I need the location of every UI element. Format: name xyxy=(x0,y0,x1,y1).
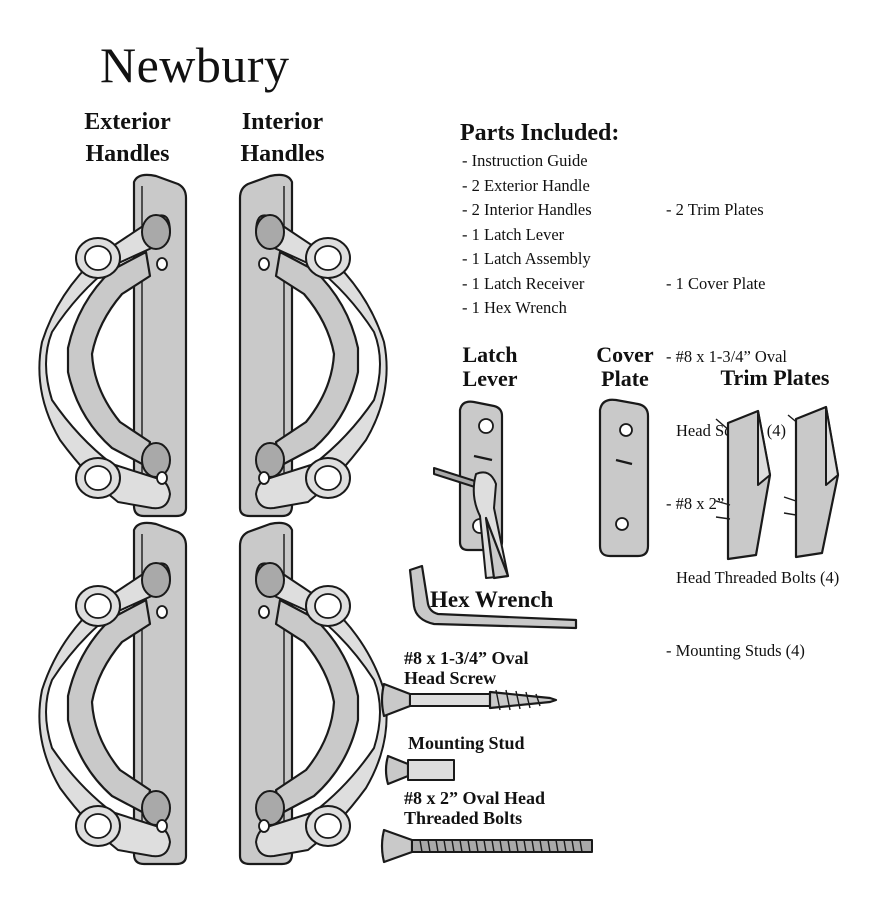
hex-wrench-illustration xyxy=(404,562,584,632)
exterior-header-line1: Exterior xyxy=(84,109,171,135)
cover-plate-label-line1: Cover xyxy=(596,342,654,367)
parts-item: - 1 Latch Receiver xyxy=(462,273,585,293)
parts-item: - 1 Latch Assembly xyxy=(462,249,591,268)
threaded-bolts-label-line1: #8 x 2” Oval Head xyxy=(404,788,546,808)
parts-item: - 2 Interior Handles xyxy=(462,200,592,219)
oval-screw-label-line2: Head Screw xyxy=(404,668,497,688)
threaded-bolt-illustration xyxy=(380,826,600,866)
trim-plates-label: Trim Plates xyxy=(720,365,830,390)
parts-item: - 1 Cover Plate xyxy=(666,273,766,293)
exterior-handle-bottom-illustration xyxy=(38,520,198,866)
cover-plate-label-line2: Plate xyxy=(601,366,649,391)
mounting-stud-illustration xyxy=(384,754,464,786)
parts-item: - #8 x 1-3/4” Oval xyxy=(666,347,787,366)
oval-screw-label-line1: #8 x 1-3/4” Oval xyxy=(404,648,529,668)
parts-item: Head Threaded Bolts (4) xyxy=(676,567,840,587)
parts-included-heading: Parts Included: xyxy=(460,120,620,146)
interior-handle-bottom-illustration xyxy=(228,520,388,866)
latch-lever-label-line2: Lever xyxy=(462,366,518,391)
interior-header-line2: Handles xyxy=(240,141,325,167)
cover-plate-illustration xyxy=(596,396,656,560)
parts-item: - 1 Latch Lever xyxy=(462,224,565,244)
parts-list-left: - Instruction Guide - 2 Exterior Handle … xyxy=(462,149,592,321)
interior-header-line1: Interior xyxy=(241,109,324,135)
exterior-header-line2: Handles xyxy=(85,141,170,167)
threaded-bolts-label-line2: Threaded Bolts xyxy=(404,808,523,828)
parts-item: - 1 Hex Wrench xyxy=(462,298,567,317)
latch-lever-illustration xyxy=(430,398,540,584)
oval-screw-label: #8 x 1-3/4” Oval Head Screw xyxy=(404,648,529,688)
oval-screw-illustration xyxy=(380,680,560,720)
mounting-stud-label: Mounting Stud xyxy=(408,733,525,753)
interior-handle-top-illustration xyxy=(228,172,388,518)
parts-item: - 2 Exterior Handle xyxy=(462,175,590,195)
hex-wrench-label: Hex Wrench xyxy=(430,587,554,612)
parts-item: - 2 Trim Plates xyxy=(666,200,764,219)
cover-plate-label: Cover Plate xyxy=(580,343,670,391)
trim-plates-illustration xyxy=(708,405,848,565)
exterior-handles-header: Exterior Handles xyxy=(70,106,185,170)
latch-lever-label: Latch Lever xyxy=(440,343,540,391)
threaded-bolts-label: #8 x 2” Oval Head Threaded Bolts xyxy=(404,788,545,828)
latch-lever-label-line1: Latch xyxy=(462,342,518,367)
interior-handles-header: Interior Handles xyxy=(225,106,340,170)
parts-item: - Mounting Studs (4) xyxy=(666,641,805,660)
page-title: Newbury xyxy=(100,37,290,93)
exterior-handle-top-illustration xyxy=(38,172,198,518)
parts-item: - Instruction Guide xyxy=(462,151,588,170)
